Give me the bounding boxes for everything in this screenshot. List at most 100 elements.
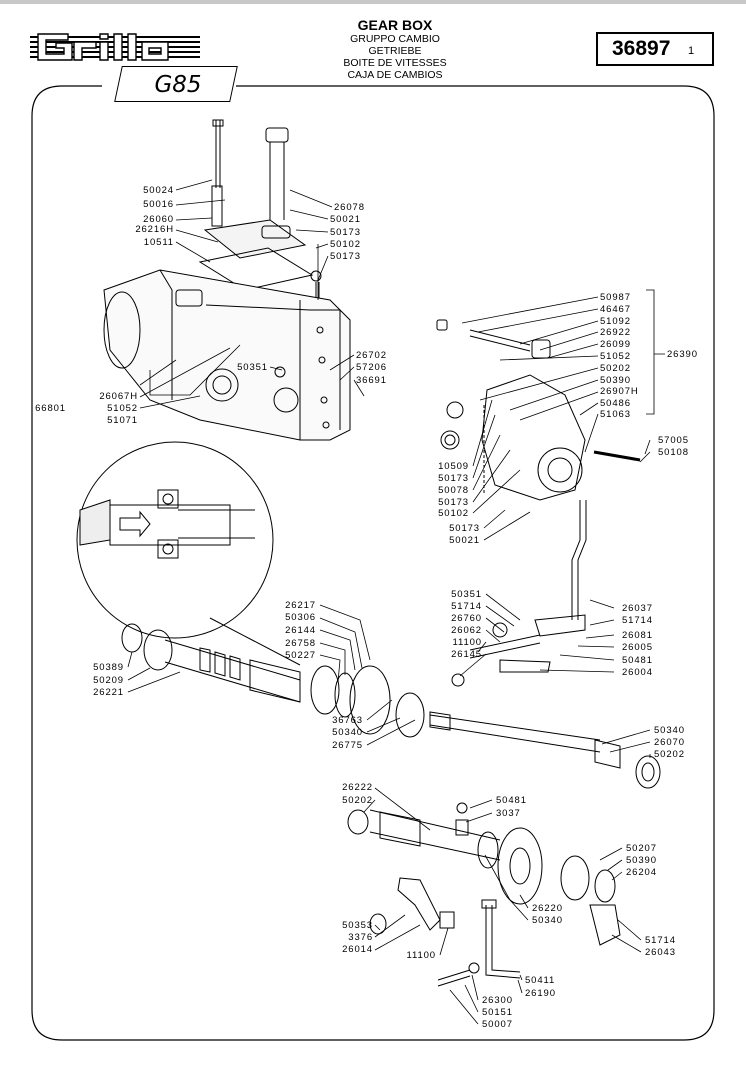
part-label: 11100: [452, 637, 482, 648]
part-label: 50102: [438, 508, 469, 519]
part-label: 26062: [451, 625, 482, 636]
part-label: 36691: [356, 375, 387, 386]
title-block: GEAR BOX GRUPPO CAMBIO GETRIEBE BOITE DE…: [300, 17, 490, 82]
part-label: 50340: [332, 727, 363, 738]
page-title: GEAR BOX: [357, 17, 433, 33]
part-label: 26043: [645, 947, 676, 958]
part-label: 50486: [600, 398, 631, 409]
part-label: 50202: [654, 749, 685, 760]
countershaft: [347, 802, 616, 905]
part-label: 26220: [532, 903, 563, 914]
part-label: 51063: [600, 409, 631, 420]
part-label: 50024: [143, 185, 174, 196]
part-label: 50173: [438, 497, 469, 508]
detail-callout: [76, 441, 301, 666]
top-rule: [0, 0, 746, 4]
part-label: 26390: [667, 349, 698, 360]
part-label: 50227: [285, 650, 316, 661]
part-label: 26005: [622, 642, 653, 653]
part-label: 11100: [406, 950, 436, 961]
part-label: 50173: [438, 473, 469, 484]
part-label: 26067H: [99, 391, 138, 402]
part-label: 50209: [93, 675, 124, 686]
part-label: 50390: [600, 375, 631, 386]
part-label: 26922: [600, 327, 631, 338]
part-label: 26004: [622, 667, 653, 678]
part-label: 26760: [451, 613, 482, 624]
part-label: 66801: [35, 403, 66, 414]
subtitle-de: GETRIEBE: [368, 45, 422, 57]
part-label: 26702: [356, 350, 387, 361]
code-box: [596, 32, 714, 66]
part-label: 36763: [332, 715, 363, 726]
part-label: 50173: [449, 523, 480, 534]
part-label: 50007: [482, 1019, 513, 1030]
part-label: 50389: [93, 662, 124, 673]
part-label: 50481: [496, 795, 527, 806]
subtitle-it: GRUPPO CAMBIO: [350, 33, 440, 45]
part-label: 10509: [438, 461, 469, 472]
part-label: 50016: [143, 199, 174, 210]
part-label: 50411: [525, 975, 556, 986]
part-label: 50987: [600, 292, 631, 303]
part-label: 26204: [626, 867, 657, 878]
part-label: 51714: [645, 935, 676, 946]
part-label: 46467: [600, 304, 631, 315]
subtitle-es: CAJA DE CAMBIOS: [347, 69, 443, 81]
part-label: 50351: [237, 362, 268, 373]
input-shaft: [121, 623, 425, 738]
code-number: 36897: [612, 37, 671, 60]
part-label: 26907H: [600, 386, 639, 397]
part-label: 50078: [438, 485, 469, 496]
part-label: 50021: [330, 214, 361, 225]
model-name: G85: [154, 72, 202, 98]
part-label: 26775: [332, 740, 363, 751]
part-label: 51714: [451, 601, 482, 612]
part-label: 50173: [330, 227, 361, 238]
part-label: 26037: [622, 603, 653, 614]
part-label: 51092: [600, 316, 631, 327]
part-label: 50151: [482, 1007, 513, 1018]
part-label: 26758: [285, 638, 316, 649]
part-label: 51052: [107, 403, 138, 414]
part-label: 26300: [482, 995, 513, 1006]
part-label: 3037: [496, 808, 521, 819]
part-label: 51714: [622, 615, 653, 626]
part-label: 26222: [342, 782, 373, 793]
part-label: 3376: [348, 932, 373, 943]
part-label: 26099: [600, 339, 631, 350]
part-label: 51052: [600, 351, 631, 362]
subtitle-fr: BOITE DE VITESSES: [343, 57, 447, 69]
gearbox-housing: [103, 269, 351, 441]
part-label: 50207: [626, 843, 657, 854]
part-label: 50102: [330, 239, 361, 250]
part-label: 51071: [107, 415, 138, 426]
part-label: 50340: [532, 915, 563, 926]
brand-logo: [30, 33, 200, 61]
part-label: 50173: [330, 251, 361, 262]
part-label: 26221: [93, 687, 124, 698]
part-label: 26060: [143, 214, 174, 225]
part-label: 50340: [654, 725, 685, 736]
part-label: 50306: [285, 612, 316, 623]
side-housing: [436, 319, 641, 501]
part-label: 50390: [626, 855, 657, 866]
selector-fork-bottom: [369, 877, 621, 987]
part-label: 26190: [525, 988, 556, 999]
part-label: 26078: [334, 202, 365, 213]
sheet-number: 1: [688, 45, 695, 57]
top-cover: [198, 119, 322, 305]
part-label: 57005: [658, 435, 689, 446]
part-label: 50108: [658, 447, 689, 458]
part-label: 26070: [654, 737, 685, 748]
part-label: 50481: [622, 655, 653, 666]
part-label: 26144: [285, 625, 316, 636]
part-label: 57206: [356, 362, 387, 373]
part-label: 50021: [449, 535, 480, 546]
part-label: 26014: [342, 944, 373, 955]
part-label: 26081: [622, 630, 653, 641]
part-label: 50202: [600, 363, 631, 374]
part-label: 10511: [143, 237, 174, 248]
